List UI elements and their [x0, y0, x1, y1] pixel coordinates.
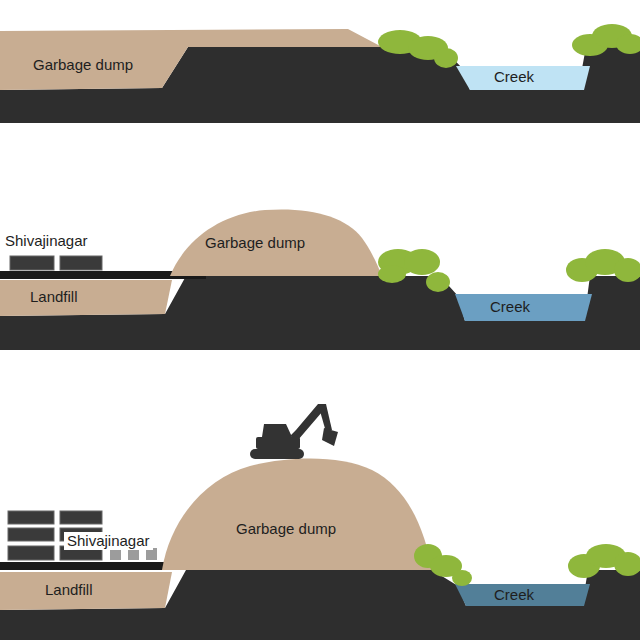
creek-label: Creek: [490, 298, 530, 316]
dump-label: Garbage dump: [236, 520, 336, 538]
ground: [0, 276, 640, 350]
ground: [0, 570, 640, 640]
creek-water: [456, 66, 590, 90]
panel-2: [0, 209, 640, 350]
place-label: Shivajinagar: [5, 232, 88, 250]
garbage-dump: [170, 209, 382, 276]
place-label: Shivajinagar: [64, 532, 153, 550]
bushes: [414, 544, 640, 586]
bushes: [378, 24, 640, 68]
dump-label: Garbage dump: [33, 56, 133, 74]
landfill-label: Landfill: [30, 288, 78, 306]
building: [60, 256, 102, 270]
bushes: [378, 249, 640, 292]
creek-water: [455, 584, 590, 606]
panel-3: [0, 404, 640, 640]
creek-label: Creek: [494, 586, 534, 604]
landfill-label: Landfill: [45, 581, 93, 599]
landfill: [0, 572, 172, 610]
creek-label: Creek: [494, 68, 534, 86]
landfill: [0, 280, 172, 316]
building: [10, 256, 54, 270]
panel-1: [0, 24, 640, 123]
garbage-dump: [0, 29, 382, 90]
dump-label: Garbage dump: [205, 234, 305, 252]
garbage-dump: [162, 459, 432, 570]
excavator: [250, 404, 338, 459]
creek-water: [455, 294, 592, 321]
